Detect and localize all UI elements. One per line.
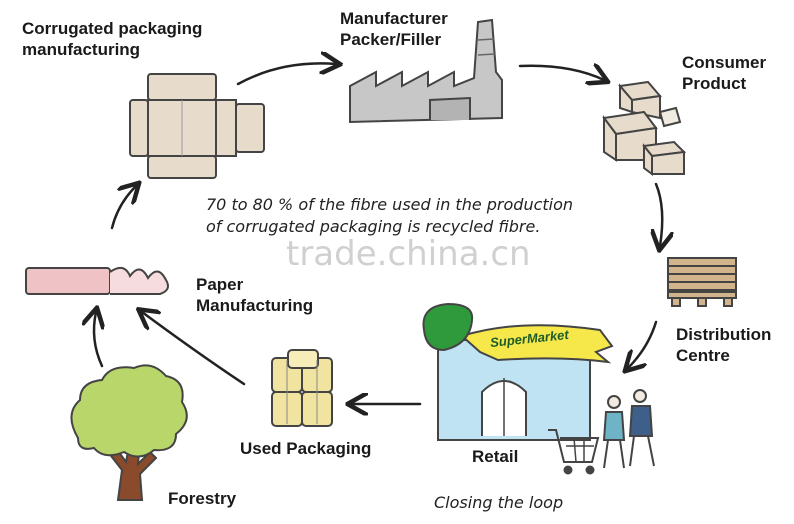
label-paper-line1: Paper bbox=[196, 275, 244, 294]
supermarket-icon bbox=[422, 302, 614, 441]
footer-caption: Closing the loop bbox=[434, 493, 564, 512]
label-consumer: Consumer Product bbox=[682, 52, 766, 94]
note-line2: of corrugated packaging is recycled fibr… bbox=[206, 217, 541, 236]
label-distribution-line2: Centre bbox=[676, 346, 730, 365]
label-paper-line2: Manufacturing bbox=[196, 296, 314, 315]
arrow-to-paper-from-bales bbox=[142, 312, 246, 386]
pallet-stack-icon bbox=[667, 257, 737, 307]
shopping-cart-icon bbox=[548, 429, 600, 475]
label-forestry: Forestry bbox=[168, 489, 237, 508]
label-manufacturer: Manufacturer Packer/Filler bbox=[340, 8, 448, 50]
label-paper: Paper Manufacturing bbox=[196, 274, 313, 316]
label-distribution: Distribution Centre bbox=[676, 324, 771, 366]
arrow-to-manufacturer bbox=[236, 63, 336, 86]
label-corrugated-line2: manufacturing bbox=[22, 40, 141, 59]
corrugated-box-blank-icon bbox=[129, 73, 265, 179]
arrow-to-retail bbox=[628, 320, 658, 368]
tree-icon bbox=[70, 364, 188, 501]
label-manufacturer-line1: Manufacturer bbox=[340, 9, 448, 28]
watermark: trade.china.cn bbox=[286, 234, 531, 274]
label-corrugated: Corrugated packaging manufacturing bbox=[22, 18, 202, 60]
label-retail: Retail bbox=[472, 447, 519, 466]
arrow-to-distribution bbox=[656, 182, 662, 246]
arrow-to-consumer bbox=[518, 66, 604, 80]
flow-arrows bbox=[94, 63, 662, 404]
shoppers-icon bbox=[602, 389, 655, 469]
factory-icon bbox=[349, 18, 503, 124]
label-used-packaging: Used Packaging bbox=[240, 439, 372, 458]
label-distribution-line1: Distribution bbox=[676, 325, 772, 344]
paper-reel-icon bbox=[25, 266, 169, 295]
label-consumer-line1: Consumer bbox=[682, 53, 767, 72]
label-corrugated-line1: Corrugated packaging bbox=[22, 19, 203, 38]
consumer-boxes-icon bbox=[602, 80, 687, 176]
arrow-to-paper-from-forest bbox=[94, 312, 102, 368]
label-consumer-line2: Product bbox=[682, 74, 747, 93]
arrow-to-corrugated bbox=[110, 186, 136, 230]
recycled-fibre-note: 70 to 80 % of the fibre used in the prod… bbox=[206, 194, 573, 238]
note-line1: 70 to 80 % of the fibre used in the prod… bbox=[206, 195, 574, 214]
bales-icon bbox=[271, 349, 333, 427]
label-manufacturer-line2: Packer/Filler bbox=[340, 30, 442, 49]
